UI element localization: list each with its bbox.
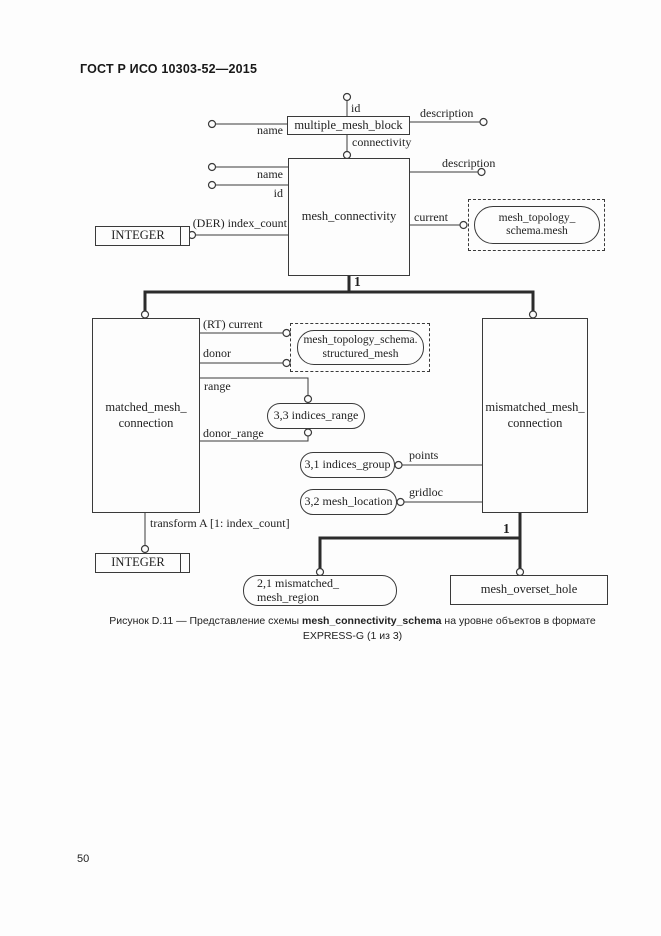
circle-description-top [479,117,488,127]
circle-donor [282,358,291,368]
interschema-frame-mesh [468,199,605,251]
supertype-marker-top: 1 [354,274,361,289]
label-description-mid: description [442,156,496,170]
type-integer-top: INTEGER [95,226,190,246]
document-header: ГОСТ Р ИСО 10303-52—2015 [80,62,258,76]
figure-caption: Рисунок D.11 — Представление схемы mesh_… [44,614,661,644]
type-integer-top-label: INTEGER [111,228,165,243]
type-integer-bottom-label: INTEGER [111,555,165,570]
double-bar-icon [180,227,181,245]
ref-mismatched-mesh-region: 2,1 mismatched_ mesh_region [243,575,397,606]
label-donor-range: donor_range [203,426,264,440]
label-gridloc: gridloc [409,485,443,499]
circle-points [394,460,403,470]
entity-multiple-mesh-block: multiple_mesh_block [287,116,410,135]
circle-gridloc [396,497,405,507]
entity-mesh-connectivity: mesh_connectivity [288,158,410,276]
line-range [200,377,309,395]
type-integer-bottom: INTEGER [95,553,190,573]
interschema-frame-structured-mesh [290,323,430,372]
circle-transform [140,544,150,554]
label-transform: transform A [1: index_count] [150,516,290,530]
label-points: points [409,448,439,462]
label-donor: donor [203,346,231,360]
line-donor-range [200,436,309,442]
caption-line2: EXPRESS-G (1 из 3) [302,630,403,643]
circle-name-mid [207,162,217,172]
caption-schema-name: mesh_connectivity_schema [302,615,442,627]
supertype-marker-bottom: 1 [503,521,510,536]
label-range: range [204,379,231,393]
circle-id-mid [207,180,217,190]
label-name-top: name [257,123,283,137]
circle-rt-current [282,328,291,338]
circle-range [303,394,313,404]
label-id-top: id [351,101,361,115]
entity-mismatched-mesh-connection: mismatched_mesh_ connection [482,318,588,513]
entity-mesh-overset-hole: mesh_overset_hole [450,575,608,605]
supertype-branch-bottom [318,536,520,569]
circle-id-top [342,92,352,102]
circle-subtype-matched [140,310,150,319]
entity-matched-mesh-connection: matched_mesh_ connection [92,318,200,513]
ref-indices-group: 3,1 indices_group [300,452,395,478]
circle-current [459,220,468,230]
ref-indices-range: 3,3 indices_range [267,403,365,429]
circle-donor-range [303,428,313,437]
label-description-top: description [420,106,474,120]
caption-suffix: на уровне объектов в формате [441,615,596,627]
circle-description-mid [477,167,486,177]
ref-mesh-topology-schema-structured-mesh: mesh_topology_schema. structured_mesh [297,330,424,365]
double-bar-icon [180,554,181,572]
circle-subtype-mismatched [528,310,538,319]
circle-name-top [207,119,217,129]
label-current: current [414,210,448,224]
label-connectivity: connectivity [352,135,412,149]
supertype-branch-top [143,290,535,311]
ref-mesh-topology-schema-mesh: mesh_topology_ schema.mesh [474,206,600,244]
label-name-mid: name [257,167,283,181]
label-id-mid: id [273,186,283,200]
page-number: 50 [77,853,90,865]
label-rt-current: (RT) current [203,317,263,331]
label-der-index-count: (DER) index_count [192,216,287,230]
ref-mesh-location: 3,2 mesh_location [300,489,397,515]
caption-prefix: Рисунок D.11 — Представление схемы [109,615,303,627]
